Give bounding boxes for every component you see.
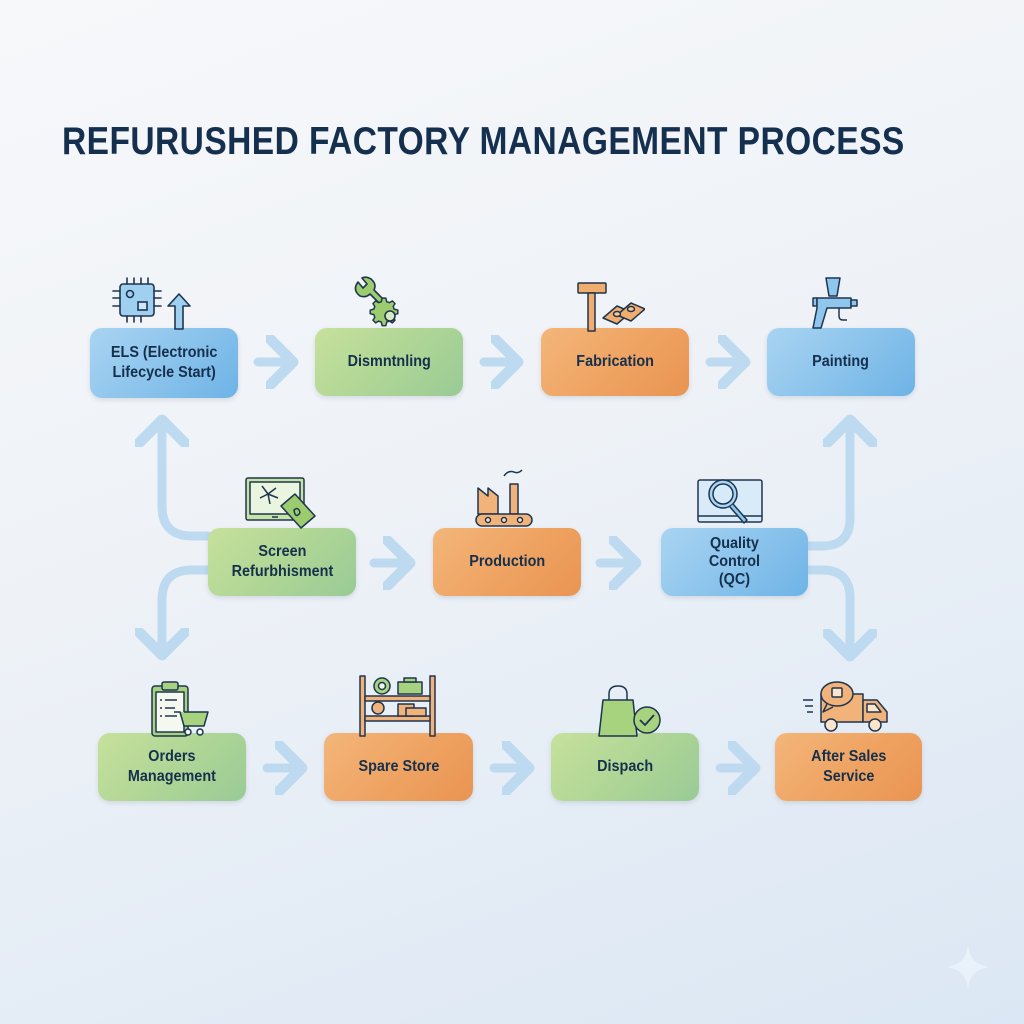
node-painting[interactable]: Painting [767, 328, 915, 396]
arrow-qc-aftersales [803, 565, 850, 656]
chip-arrow-up-icon [112, 277, 191, 330]
hammer-plates-icon [577, 282, 645, 332]
node-orders-management[interactable]: Orders Management [98, 733, 246, 801]
node-label: Fabrication [576, 353, 654, 370]
clipboard-cart-icon [151, 681, 209, 737]
shelf-parts-icon [359, 675, 436, 737]
cracked-screen-icon [245, 477, 316, 529]
node-label: After Sales Service [810, 748, 887, 785]
node-dismantling[interactable]: Dismntnling [315, 328, 463, 396]
node-spare-store[interactable]: Spare Store [324, 733, 473, 801]
node-label: Production [469, 553, 545, 570]
page-title: REFURUSHED FACTORY MANAGEMENT PROCESS [62, 120, 905, 163]
node-label: ELS (Electronic Lifecycle Start) [110, 344, 218, 381]
bag-check-icon [598, 685, 661, 737]
node-after-sales-service[interactable]: After Sales Service [775, 733, 922, 801]
node-els[interactable]: ELS (Electronic Lifecycle Start) [90, 328, 238, 398]
wrench-gear-icon [354, 276, 399, 327]
magnifier-monitor-icon [697, 479, 763, 524]
arrow-screen-els [162, 420, 213, 541]
node-dispatch[interactable]: Dispach [551, 733, 699, 801]
node-label: Screen Refurbhisment [231, 543, 333, 580]
spray-gun-icon [812, 277, 858, 329]
node-quality-control[interactable]: Quality Control (QC) [661, 528, 808, 596]
node-label: Dismntnling [347, 353, 431, 370]
truck-chat-icon [803, 681, 888, 732]
arrow-screen-orders [162, 565, 213, 655]
node-label: Painting [812, 353, 870, 370]
sparkle-icon [946, 945, 990, 989]
node-screen-refurbishment[interactable]: Screen Refurbhisment [208, 528, 356, 596]
node-production[interactable]: Production [433, 528, 581, 596]
node-label: Orders Management [127, 748, 217, 785]
node-label: Spare Store [358, 758, 439, 775]
arrow-qc-painting [803, 420, 850, 551]
factory-conveyor-icon [475, 469, 533, 527]
node-label: Dispach [596, 758, 654, 775]
node-label: Quality Control (QC) [708, 535, 761, 588]
node-fabrication[interactable]: Fabrication [541, 328, 689, 396]
